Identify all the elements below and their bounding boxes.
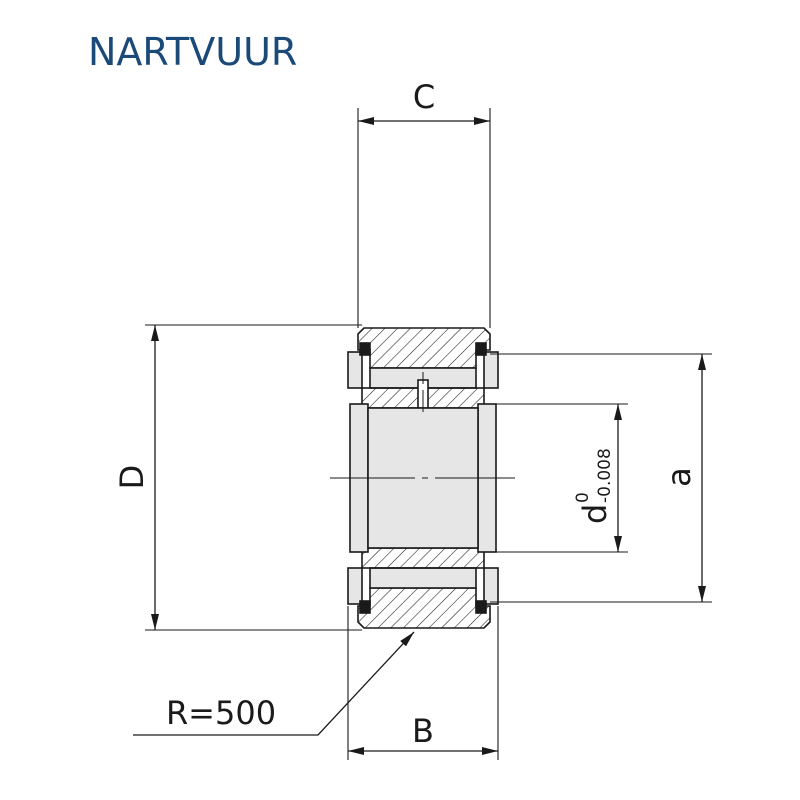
seal-top-right [475,342,487,356]
seal-top-left [359,342,371,356]
dim-label-d-outer: D [113,465,151,490]
dim-label-c: C [413,78,435,116]
left-flange-top [347,351,363,389]
bore-tolerance-upper: 0 [573,492,593,503]
dim-label-a: a [660,467,698,487]
right-flange-top [483,351,499,389]
dimension-lines [133,117,706,755]
radius-label: R=500 [166,694,276,732]
roller-bottom [369,567,477,589]
radius-leader [133,631,415,736]
dim-label-b: B [412,712,434,750]
center-lines [330,372,515,479]
seal-bottom-left [359,600,371,614]
inner-ring-bottom [361,547,485,569]
bore-tolerance-lower: -0.008 [595,448,615,503]
left-flange-bottom [347,567,363,605]
page-title: NARTVUUR [88,30,298,74]
right-flange-bottom [483,567,499,605]
outer-ring-top [357,327,491,369]
outer-ring-bottom [357,587,491,629]
bore-label: d 0 -0.008 [573,448,615,524]
seal-bottom-right [475,600,487,614]
extension-lines [145,108,712,760]
bore-symbol: d [576,504,614,524]
